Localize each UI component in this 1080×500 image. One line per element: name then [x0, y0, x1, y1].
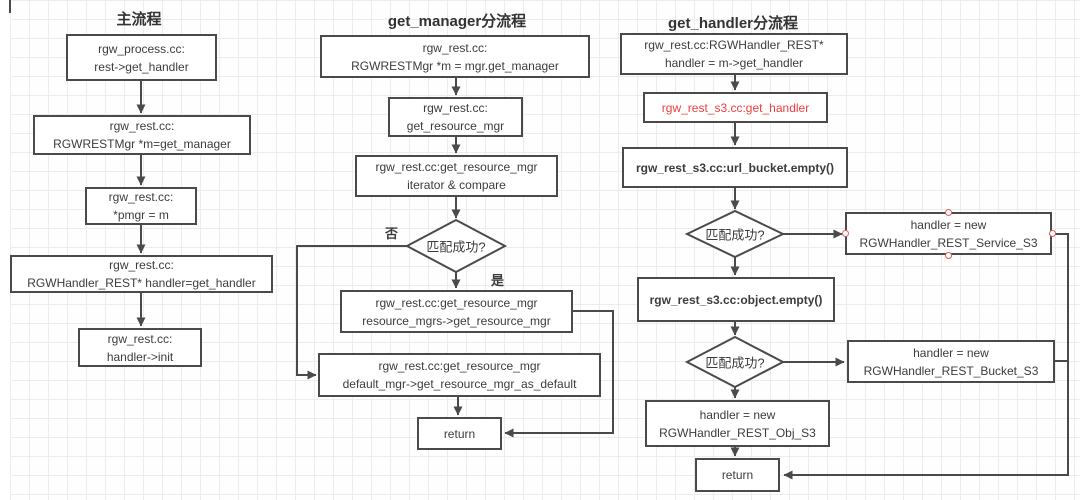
connection-point-right[interactable]	[1049, 230, 1056, 237]
node-h-return[interactable]: return	[695, 458, 780, 492]
arrow-mgr-to-return	[504, 310, 614, 438]
node-h-object-empty[interactable]: rgw_rest_s3.cc:object.empty()	[637, 277, 835, 322]
node-mgr-resource-mgrs[interactable]: rgw_rest.cc:get_resource_mgr resource_mg…	[340, 290, 573, 333]
node-main-init[interactable]: rgw_rest.cc: handler->init	[78, 328, 202, 367]
title-get-manager-flow: get_manager分流程	[387, 13, 527, 30]
title-get-handler-flow: get_handler分流程	[667, 15, 799, 32]
connection-point-left[interactable]	[842, 230, 849, 237]
node-mgr-default-mgr[interactable]: rgw_rest.cc:get_resource_mgr default_mgr…	[318, 353, 601, 397]
node-main-get-handler[interactable]: rgw_rest.cc: RGWHandler_REST* handler=ge…	[10, 255, 273, 293]
node-h-s3-get-handler[interactable]: rgw_rest_s3.cc:get_handler	[643, 92, 828, 123]
node-main-pmgr[interactable]: rgw_rest.cc: *pmgr = m	[85, 187, 197, 225]
arrow-h-side-return	[783, 233, 1069, 480]
decision-h-match-2-label: 匹配成功?	[705, 355, 765, 371]
branch-label-no: 否	[385, 226, 399, 241]
node-main-process[interactable]: rgw_process.cc: rest->get_handler	[66, 34, 217, 81]
node-mgr-get-manager[interactable]: rgw_rest.cc: RGWRESTMgr *m = mgr.get_man…	[320, 35, 590, 78]
branch-label-yes: 是	[491, 273, 505, 288]
diamond-h-match-1[interactable]	[684, 209, 786, 259]
node-main-get-manager[interactable]: rgw_rest.cc: RGWRESTMgr *m=get_manager	[33, 115, 251, 155]
decision-h-match-1-label: 匹配成功?	[705, 227, 765, 243]
node-h-service-s3[interactable]: handler = new RGWHandler_REST_Service_S3	[845, 212, 1052, 255]
node-h-obj-s3[interactable]: handler = new RGWHandler_REST_Obj_S3	[645, 400, 830, 447]
canvas-left-margin	[0, 0, 10, 500]
connection-point-top[interactable]	[945, 209, 952, 216]
node-h-m-get-handler[interactable]: rgw_rest.cc:RGWHandler_REST* handler = m…	[620, 33, 848, 75]
node-mgr-return[interactable]: return	[417, 417, 502, 450]
node-h-url-bucket-empty[interactable]: rgw_rest_s3.cc:url_bucket.empty()	[622, 147, 848, 188]
diamond-mgr-match[interactable]	[404, 218, 508, 274]
title-main-flow: 主流程	[116, 11, 162, 28]
node-mgr-get-resource-mgr[interactable]: rgw_rest.cc: get_resource_mgr	[388, 97, 523, 137]
decision-mgr-match-label: 匹配成功?	[426, 239, 486, 255]
node-h-bucket-s3[interactable]: handler = new RGWHandler_REST_Bucket_S3	[847, 340, 1055, 383]
canvas-edge-mark	[9, 0, 11, 13]
diamond-h-match-2[interactable]	[684, 335, 786, 389]
node-mgr-iterator-compare[interactable]: rgw_rest.cc:get_resource_mgr iterator & …	[355, 155, 558, 197]
connection-point-bottom[interactable]	[945, 252, 952, 259]
arrow-mgr-no-branch	[296, 245, 407, 380]
